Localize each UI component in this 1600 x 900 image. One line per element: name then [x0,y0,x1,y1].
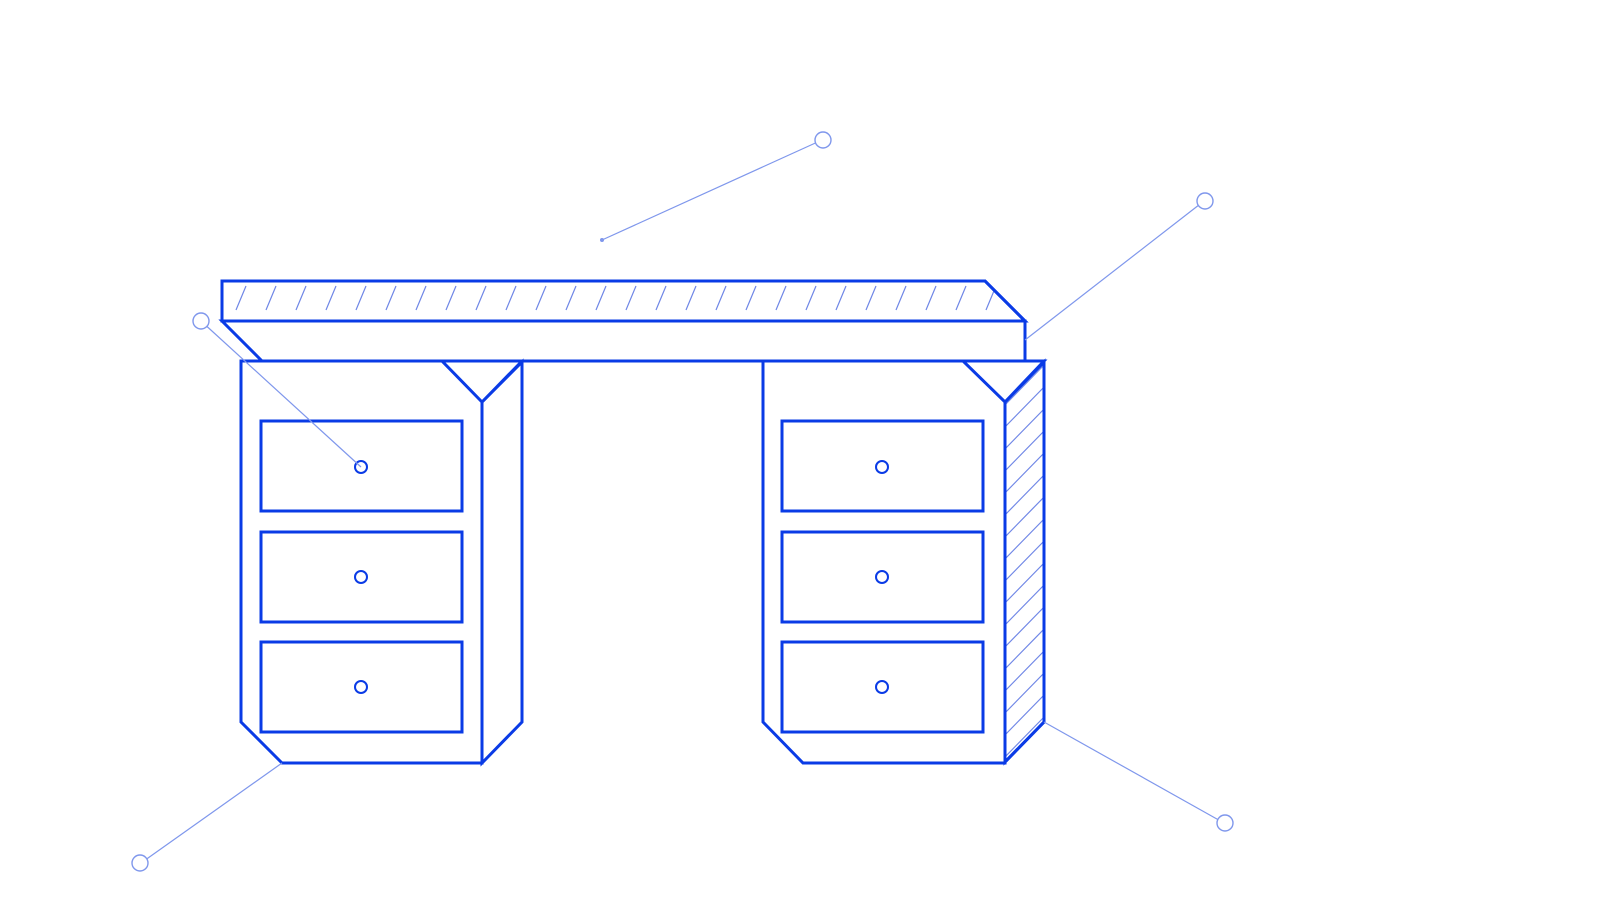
hatch-line [235,285,247,311]
hatch-line [475,285,487,311]
right-drawer-3-knob-icon [875,680,889,694]
hatch-line [745,285,757,311]
callout-top-leader [601,139,823,241]
left-pedestal-side [480,358,524,767]
hatch-line [265,285,277,311]
hatch-line [1005,450,1044,496]
hatch-line [445,285,457,311]
callout-bottom-right[interactable] [1043,721,1234,832]
callout-top-anchor [600,238,604,242]
hatch-line [625,285,637,311]
hatch-line [1005,582,1044,628]
callout-top-right[interactable] [1024,192,1214,341]
hatch-line [325,285,337,311]
callout-top-marker-icon[interactable] [814,131,832,149]
left-pedestal [239,358,526,767]
hatch-line [1005,670,1044,716]
hatch-line [1005,560,1044,606]
hatch-line [1005,516,1044,562]
hatch-line [1005,604,1044,650]
hatch-line [385,285,397,311]
hatch-line [595,285,607,311]
hatch-line [715,285,727,311]
callout-bottom-left-marker-icon[interactable] [131,854,149,872]
hatch-line [955,285,967,311]
callout-top[interactable] [600,131,832,242]
hatch-line [295,285,307,311]
hatch-line [895,285,907,311]
callout-top-right-marker-icon[interactable] [1196,192,1214,210]
hatch-line [1005,384,1044,430]
hatch-line [355,285,367,311]
hatch-line [505,285,517,311]
hatch-line [865,285,877,311]
desk-top [218,279,1029,363]
hatch-line [775,285,787,311]
desk-top-front-face [220,279,1029,323]
hatch-line [655,285,667,311]
hatch-line [1005,538,1044,584]
left-drawer-2-knob-icon [354,570,368,584]
callout-left-drawer-marker-icon[interactable] [192,312,210,330]
hatch-line [685,285,697,311]
hatch-line [1005,428,1044,474]
hatch-line [925,285,937,311]
right-pedestal-top-bevel [959,359,1048,405]
right-drawer-2-knob-icon [875,570,889,584]
callout-left-drawer-leader [200,320,362,468]
callout-top-right-leader [1024,200,1205,341]
hatch-line [1005,692,1044,738]
left-drawer-3-knob-icon [354,680,368,694]
hatch-line [835,285,847,311]
hatch-line [1005,494,1044,540]
desk-top-hatching [235,285,997,311]
left-pedestal-top-bevel [438,359,526,405]
hatch-line [1005,714,1044,760]
hatch-line [1005,648,1044,694]
hatch-line [805,285,817,311]
hatch-line [535,285,547,311]
desk-top-underside [218,319,1027,363]
callout-bottom-right-marker-icon[interactable] [1216,814,1234,832]
hatch-line [1005,406,1044,452]
hatch-line [415,285,427,311]
right-drawer-1-knob-icon [875,460,889,474]
hatch-line [1005,626,1044,672]
hatch-line [1005,362,1044,408]
callout-bottom-left-leader [140,762,283,864]
right-pedestal-side [1003,358,1046,766]
callout-bottom-right-leader [1043,721,1225,824]
hatch-line [1005,472,1044,518]
hatch-line [565,285,577,311]
callout-left-drawer[interactable] [192,312,362,468]
callout-bottom-left[interactable] [131,762,283,872]
right-pedestal [761,358,1048,766]
